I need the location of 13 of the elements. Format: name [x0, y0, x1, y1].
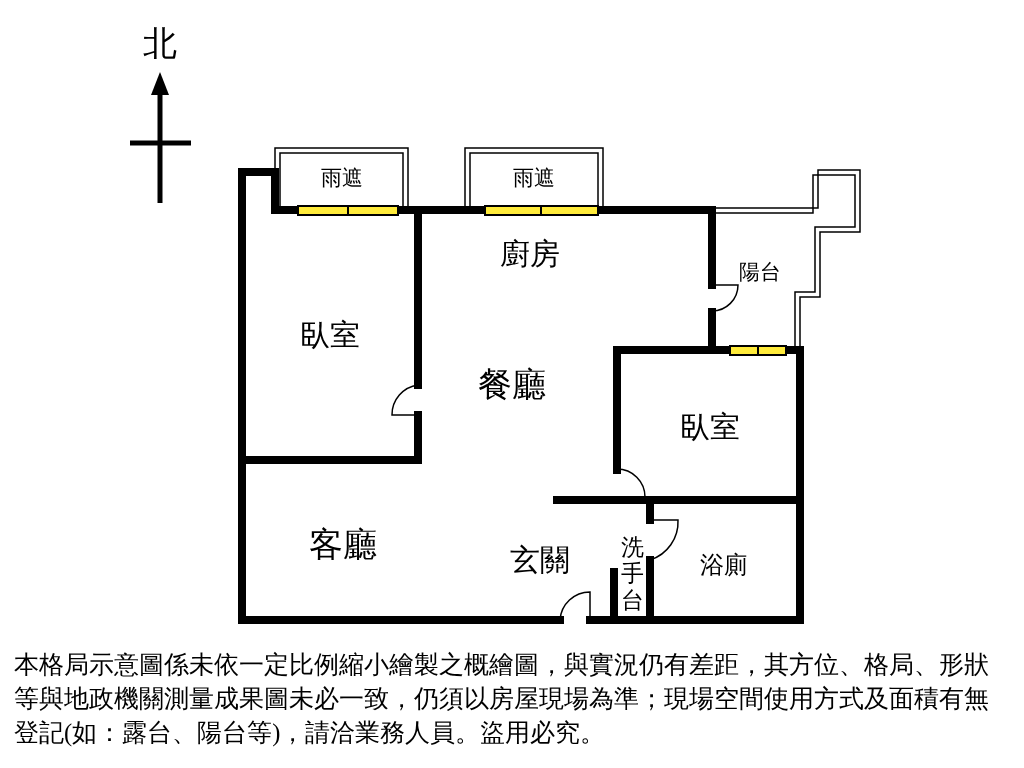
compass-label: 北 — [143, 27, 177, 61]
room-label: 陽台 — [739, 261, 781, 283]
room-label: 雨遮 — [321, 167, 363, 189]
disclaimer-caption: 本格局示意圖係未依一定比例縮小繪製之概繪圖，與實況仍有差距，其方位、格局、形狀等與地政機關測量成果圖未必一致，仍須以房屋現場為準；現場空間使用方式及面積有無登記(如：露台、陽台等)，請洽業務人員。盜用必究。 — [14, 650, 990, 749]
room-label: 廚房 — [500, 239, 560, 269]
room-label: 洗手台 — [620, 535, 644, 615]
room-label: 臥室 — [300, 320, 360, 350]
room-label: 玄關 — [510, 545, 570, 575]
room-label: 客廳 — [309, 528, 377, 562]
room-label: 雨遮 — [513, 167, 555, 189]
room-label: 浴廁 — [700, 553, 748, 577]
room-label: 餐廳 — [478, 368, 546, 402]
room-label: 臥室 — [680, 412, 740, 442]
